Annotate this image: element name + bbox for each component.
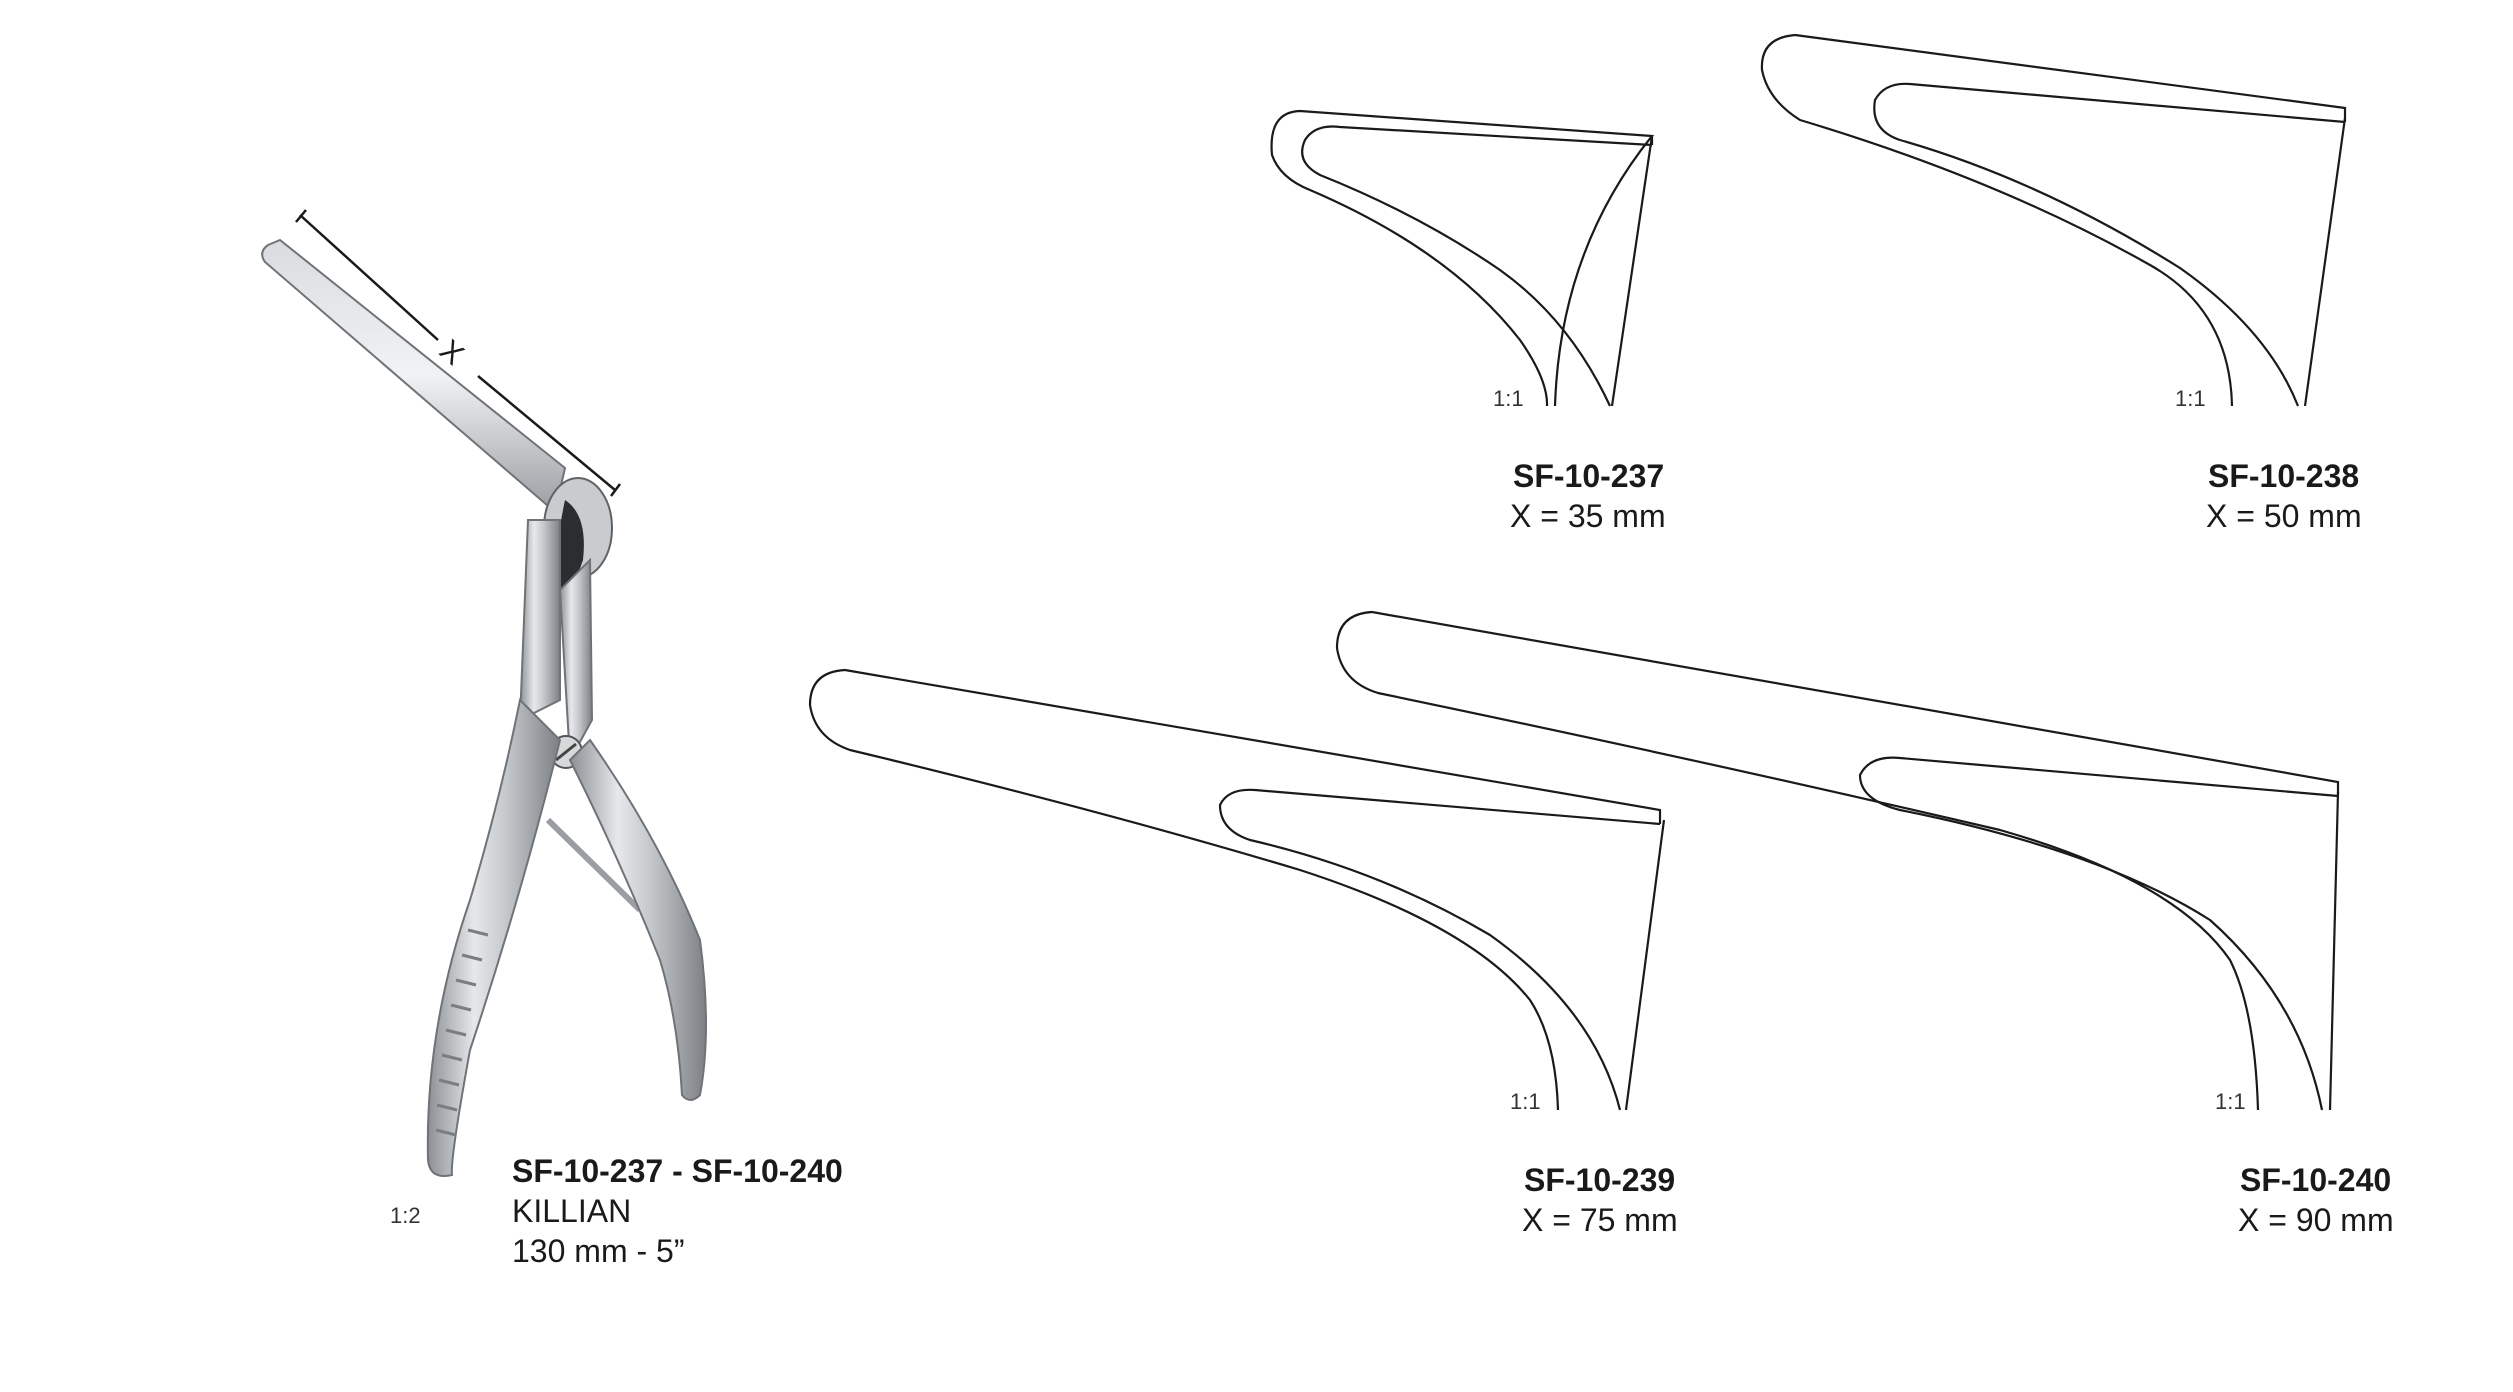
main-name-label: KILLIAN [512, 1193, 632, 1229]
variant-measure-label: X = 50 mm [2206, 498, 2362, 534]
blade-profile-sf-10-238 [1760, 33, 2347, 407]
main-size-label: 130 mm - 5” [512, 1233, 685, 1269]
blade-profile-sf-10-240 [1335, 610, 2340, 1111]
variant-code-label: SF-10-237 [1513, 458, 1665, 494]
blade-profile-sf-10-237 [1270, 109, 1655, 407]
variant-code-label: SF-10-240 [2240, 1162, 2392, 1198]
blade-profile-sf-10-239 [808, 668, 1666, 1111]
variant-measure-label: X = 90 mm [2238, 1202, 2394, 1238]
variant-scale-label: 1:1 [1493, 386, 1524, 411]
variant-measure-label: X = 75 mm [1522, 1202, 1678, 1238]
variant-scale-label: 1:1 [2175, 386, 2206, 411]
variant-scale-label: 1:1 [1510, 1089, 1541, 1114]
main-scale-label: 1:2 [390, 1203, 421, 1228]
dimension-line [295, 209, 621, 497]
killian-speculum-illustration [261, 209, 707, 1177]
variant-code-label: SF-10-238 [2208, 458, 2360, 494]
main-codes-label: SF-10-237 - SF-10-240 [512, 1153, 843, 1189]
variant-code-label: SF-10-239 [1524, 1162, 1676, 1198]
handle-serration [435, 928, 489, 1137]
variant-scale-label: 1:1 [2215, 1089, 2246, 1114]
variant-measure-label: X = 35 mm [1510, 498, 1666, 534]
